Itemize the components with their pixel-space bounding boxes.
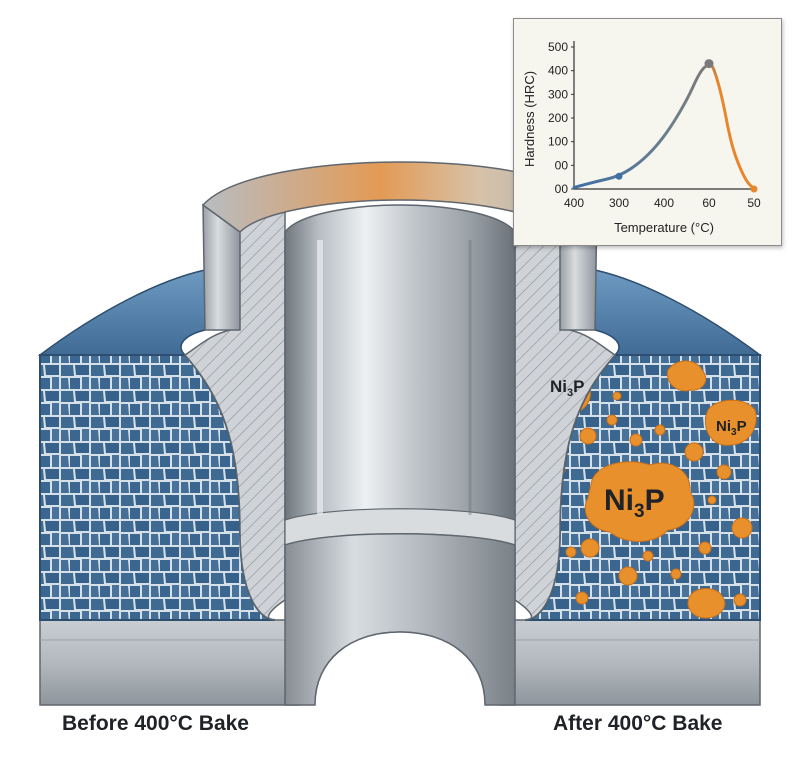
- data-point-marker: [615, 172, 623, 180]
- ni3p-label-large: Ni3P: [604, 484, 665, 522]
- hardness-chart-inset: 500 400 300 200 100 00 00 400 300 400 60 50 Hardne…: [513, 18, 782, 246]
- after-bake-caption: After 400°C Bake: [553, 712, 723, 735]
- bore-upper-cylinder: [284, 204, 516, 521]
- ni3p-label-small-left: Ni3P: [550, 377, 584, 399]
- x-axis-label: Temperature (°C): [614, 220, 714, 235]
- hardness-curve: [572, 63, 756, 191]
- left-hatched-wall: [183, 208, 286, 621]
- data-point-marker: [750, 185, 758, 193]
- right-coating-shoulder: [594, 269, 763, 356]
- hardness-chart: 500 400 300 200 100 00 00 400 300 400 60 50 Hardne…: [522, 40, 761, 235]
- base-plate-left: [39, 619, 301, 706]
- y-tick-label: 400: [548, 64, 568, 78]
- ni3p-label-small-right: Ni3P: [716, 418, 747, 438]
- x-tick-label: 300: [609, 196, 629, 210]
- y-tick-label: 200: [548, 111, 568, 125]
- before-bake-caption: Before 400°C Bake: [62, 712, 249, 735]
- x-tick-label: 400: [564, 196, 584, 210]
- right-hatched-wall: [514, 208, 617, 621]
- y-tick-label: 300: [548, 87, 568, 101]
- y-tick-label: 00: [555, 182, 569, 196]
- x-tick-label: 50: [747, 196, 761, 210]
- y-tick-label: 100: [548, 135, 568, 149]
- y-tick-label: 00: [555, 158, 569, 172]
- y-axis-label: Hardness (HRC): [522, 71, 537, 167]
- data-point-marker: [704, 59, 714, 69]
- base-plate-right: [499, 619, 761, 706]
- y-tick-label: 500: [548, 40, 568, 54]
- x-tick-label: 60: [702, 196, 716, 210]
- x-tick-label: 400: [654, 196, 674, 210]
- left-coating-shoulder: [37, 269, 206, 356]
